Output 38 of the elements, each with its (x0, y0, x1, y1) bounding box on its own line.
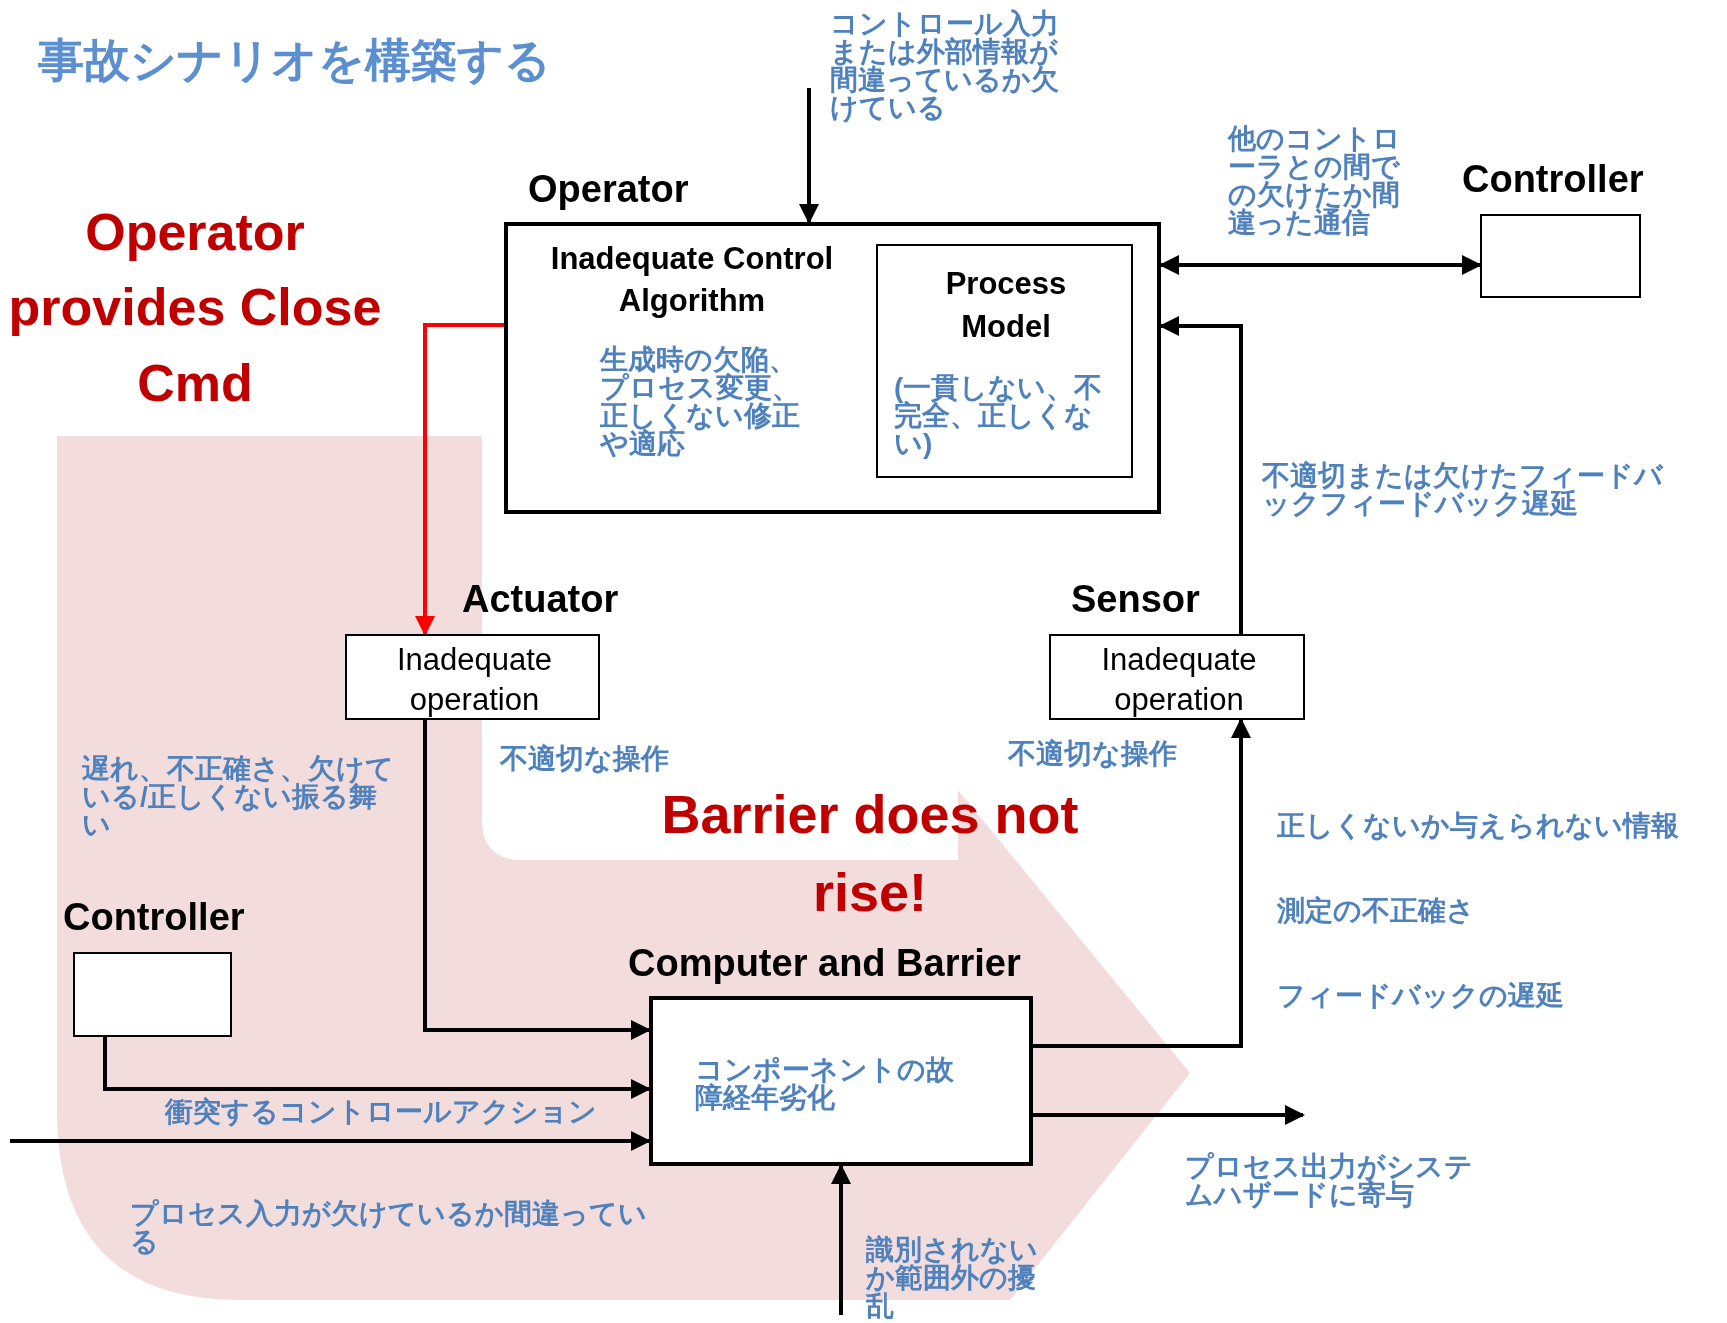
component-description: Inadequate operation (395, 641, 554, 720)
failure-description: 生成時の欠陥、プロセス変更、正しくない修正や適応 (600, 346, 801, 458)
arrow (799, 88, 819, 224)
component-description: Inadequate operation (1100, 641, 1258, 720)
failure-description: (一貫しない、不完全、正しくない) (894, 374, 1104, 458)
edge-label: 遅れ、不正確さ、欠けている/正しくない振る舞い (82, 755, 395, 839)
component-label: Sensor (1071, 578, 1200, 621)
arrow (1033, 1105, 1305, 1125)
annotation: 不適切な操作 (500, 745, 669, 773)
edge-label: 識別されないか範囲外の擾乱 (866, 1236, 1039, 1320)
annotation: フィードバックの遅延 (1277, 982, 1564, 1010)
arrow (1033, 718, 1251, 1048)
failure-description: コンポーネントの故障経年劣化 (695, 1056, 955, 1112)
component-box (876, 244, 1133, 478)
component-title: Inadequate Control Algorithm (549, 240, 835, 320)
component-label: Computer and Barrier (628, 942, 1021, 985)
annotation: 測定の不正確さ (1277, 897, 1475, 925)
callout-text: Operator provides Close Cmd (7, 202, 383, 414)
arrow (103, 1037, 651, 1099)
edge-label: 不適切または欠けたフィードバックフィードバック遅延 (1262, 462, 1665, 518)
component-title: Process Model (944, 265, 1068, 347)
annotation: 不適切な操作 (1008, 740, 1177, 768)
callout-text: Barrier does not rise! (660, 783, 1080, 925)
edge-label: プロセス出力がシステムハザードに寄与 (1185, 1153, 1474, 1209)
edge-label: 他のコントローラとの間での欠けたか間違った通信 (1228, 125, 1402, 237)
component-label: Operator (528, 168, 689, 211)
edge-label: コントロール入力または外部情報が間違っているか欠けている (830, 10, 1060, 122)
component-label: Actuator (462, 578, 619, 621)
arrow (415, 323, 504, 636)
arrow (10, 1131, 651, 1151)
diagram-title: 事故シナリオを構築する (38, 33, 551, 88)
component-label: Controller (1462, 158, 1644, 201)
arrow (423, 720, 651, 1040)
edge-label: 衝突するコントロールアクション (165, 1098, 597, 1126)
annotation: 正しくないか与えられない情報 (1277, 812, 1679, 840)
arrow (831, 1164, 851, 1315)
edge-label: プロセス入力が欠けているか間違っている (130, 1200, 648, 1256)
component-label: Controller (63, 896, 245, 939)
